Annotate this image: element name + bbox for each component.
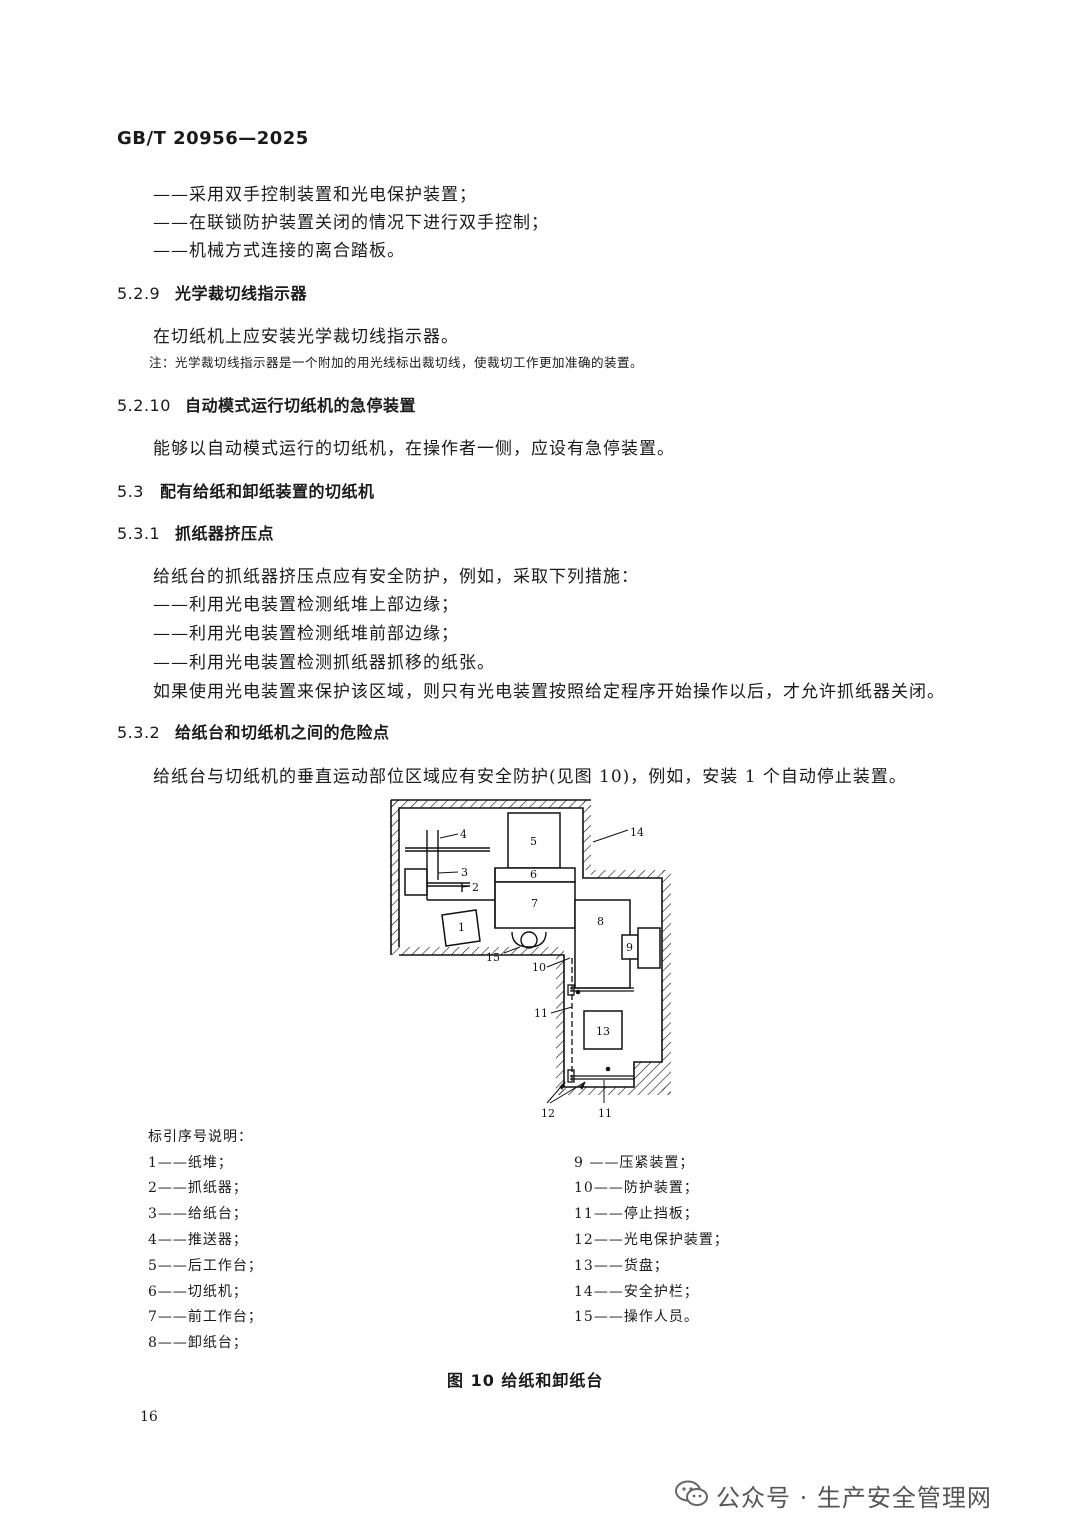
note: 注：光学裁切线指示器是一个附加的用光线标出裁切线，使裁切工作更加准确的装置。	[149, 355, 644, 370]
section-number: 5.3	[117, 482, 144, 501]
legend-item: 6——切纸机；	[148, 1284, 248, 1300]
section-title: 配有给纸和卸纸装置的切纸机	[160, 482, 375, 501]
section-title: 给纸台和切纸机之间的危险点	[175, 723, 390, 742]
label-11: 11	[534, 1007, 548, 1020]
section-number: 5.3.1	[117, 524, 161, 543]
safety-fence-hatch	[391, 800, 671, 1095]
pallet	[583, 1010, 623, 1050]
legend-item: 4——推送器；	[148, 1232, 248, 1248]
label-11b: 11	[598, 1107, 612, 1120]
feed-table-block	[404, 868, 428, 896]
label-7: 7	[531, 897, 538, 910]
label-5: 5	[530, 835, 537, 848]
section-heading-5-3-2: 5.3.2 给纸台和切纸机之间的危险点	[117, 719, 390, 743]
section-number: 5.2.9	[117, 284, 161, 303]
legend-item: 7——前工作台；	[148, 1309, 263, 1325]
label-4: 4	[460, 828, 467, 841]
list-item: ——利用光电装置检测抓纸器抓移的纸张。	[153, 653, 495, 673]
legend-item: 3——给纸台；	[148, 1206, 248, 1222]
paper-stack	[441, 909, 481, 947]
list-item: ——利用光电装置检测纸堆上部边缘；	[153, 595, 459, 615]
figure-caption: 图 10 给纸和卸纸台	[447, 1371, 604, 1390]
section-title: 抓纸器挤压点	[175, 524, 275, 543]
intro-item: ——在联锁防护装置关闭的情况下进行双手控制；	[153, 213, 549, 233]
legend-title: 标引序号说明：	[148, 1129, 253, 1145]
page-number: 16	[140, 1409, 158, 1425]
legend-item: 8——卸纸台；	[148, 1335, 248, 1351]
label-12: 12	[541, 1107, 555, 1120]
label-2: 2	[472, 881, 479, 894]
legend-item: 11——停止挡板；	[574, 1206, 699, 1222]
section-heading-5-3: 5.3 配有给纸和卸纸装置的切纸机	[117, 478, 375, 502]
unloading-table	[574, 899, 631, 989]
legend-item: 15——操作人员。	[574, 1309, 699, 1325]
label-1: 1	[458, 921, 465, 934]
legend-item: 2——抓纸器；	[148, 1180, 248, 1196]
section-heading-5-3-1: 5.3.1 抓纸器挤压点	[117, 520, 274, 544]
standard-code: GB/T 20956—2025	[117, 128, 309, 149]
label-6: 6	[530, 868, 537, 881]
operator	[511, 931, 547, 949]
section-number: 5.2.10	[117, 396, 171, 415]
legend-item: 5——后工作台；	[148, 1258, 263, 1274]
paragraph: 给纸台与切纸机的垂直运动部位区域应有安全防护(见图 10)，例如，安装 1 个自…	[153, 767, 907, 787]
paragraph: 在切纸机上应安装光学裁切线指示器。	[153, 327, 459, 347]
intro-item: ——机械方式连接的离合踏板。	[153, 241, 405, 261]
label-13: 13	[596, 1025, 610, 1038]
list-item: ——利用光电装置检测纸堆前部边缘；	[153, 624, 459, 644]
wechat-icon	[675, 1480, 708, 1506]
clamp-box	[637, 927, 661, 969]
watermark: 公众号 · 生产安全管理网	[716, 1484, 992, 1512]
section-title: 光学裁切线指示器	[175, 284, 308, 303]
label-15: 15	[486, 951, 500, 964]
label-10: 10	[532, 961, 546, 974]
legend-item: 10——防护装置；	[574, 1180, 699, 1196]
legend-item: 13——货盘；	[574, 1258, 669, 1274]
label-8: 8	[597, 915, 604, 928]
legend-item: 14——安全护栏；	[574, 1284, 699, 1300]
paragraph: 能够以自动模式运行的切纸机，在操作者一侧，应设有急停装置。	[153, 439, 675, 459]
figure-10-diagram: 1 2 3 4 5 6 7 8 9 10 11 12 11 13 14 15	[390, 799, 671, 1120]
guard-and-photocell	[567, 958, 634, 1083]
intro-item: ——采用双手控制装置和光电保护装置；	[153, 185, 477, 205]
section-heading-5-2-10: 5.2.10 自动模式运行切纸机的急停装置	[117, 392, 416, 416]
legend-item: 12——光电保护装置；	[574, 1232, 729, 1248]
pusher-mechanism	[405, 830, 496, 928]
label-14: 14	[630, 826, 644, 839]
paragraph: 如果使用光电装置来保护该区域，则只有光电装置按照给定程序开始操作以后，才允许抓纸…	[153, 682, 945, 702]
paragraph: 给纸台的抓纸器挤压点应有安全防护，例如，采取下列措施：	[153, 567, 639, 587]
section-number: 5.3.2	[117, 723, 161, 742]
section-title: 自动模式运行切纸机的急停装置	[185, 396, 417, 415]
label-9: 9	[626, 941, 633, 954]
legend-item: 1——纸堆；	[148, 1155, 233, 1171]
back-table	[507, 812, 561, 869]
section-heading-5-2-9: 5.2.9 光学裁切线指示器	[117, 280, 307, 304]
legend-item: 9 ——压紧装置；	[574, 1155, 695, 1171]
fence-outline	[390, 799, 663, 1088]
label-3: 3	[461, 866, 468, 879]
